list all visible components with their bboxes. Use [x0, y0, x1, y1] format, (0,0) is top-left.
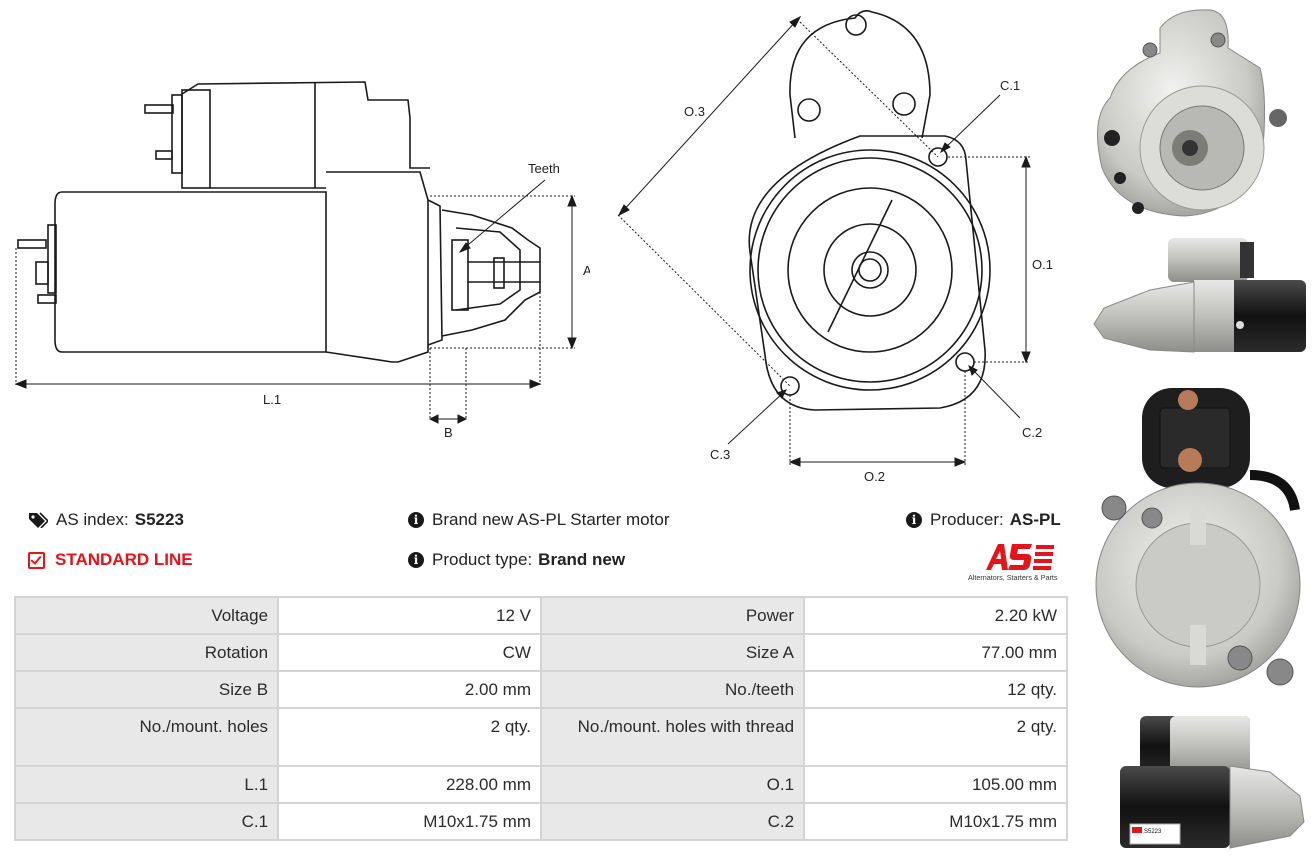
info-icon: i: [408, 552, 424, 568]
product-photo-rear[interactable]: [1090, 380, 1310, 710]
spec-value: 2 qty.: [277, 707, 542, 767]
table-row: No./mount. holes 2 qty. No./mount. holes…: [13, 707, 1068, 767]
side-view-drawing: Teeth A L.1 B: [14, 81, 590, 440]
spec-key: No./mount. holes: [13, 707, 280, 767]
spec-value: 2 qty.: [803, 707, 1068, 767]
spec-key: No./teeth: [539, 670, 806, 709]
as-index-value: S5223: [134, 510, 184, 529]
dim-c1-label: C.1: [1000, 78, 1020, 93]
description-line: i Brand new AS-PL Starter motor: [408, 510, 669, 530]
standard-line-label: STANDARD LINE: [55, 550, 193, 569]
spec-key: Size B: [13, 670, 280, 709]
table-row: L.1 228.00 mm O.1 105.00 mm: [13, 765, 1068, 804]
product-type-value: Brand new: [538, 550, 626, 569]
table-row: Voltage 12 V Power 2.20 kW: [13, 596, 1068, 635]
teeth-label: Teeth: [528, 161, 560, 176]
producer-line: i Producer: AS-PL: [906, 510, 1061, 530]
spec-key: Power: [539, 596, 806, 635]
check-square-icon: [28, 551, 45, 569]
spec-key: Size A: [539, 633, 806, 672]
spec-value: 12 qty.: [803, 670, 1068, 709]
info-icon: i: [906, 512, 922, 528]
as-index-label: AS index:: [56, 510, 129, 529]
spec-value: 228.00 mm: [277, 765, 542, 804]
dim-c2-label: C.2: [1022, 425, 1042, 440]
as-index-line: AS index: S5223: [28, 510, 184, 530]
product-photo-front[interactable]: [1090, 8, 1310, 223]
front-view-drawing: O.3 C.1 O.1 C.2 C.3 O.2: [617, 10, 1053, 484]
spec-value: CW: [277, 633, 542, 672]
spec-key: L.1: [13, 765, 280, 804]
product-photo-solenoid[interactable]: S5223: [1090, 712, 1310, 852]
producer-label: Producer:: [930, 510, 1004, 529]
dim-b-label: B: [444, 425, 453, 440]
product-type-line: i Product type: Brand new: [408, 550, 625, 570]
table-row: Rotation CW Size A 77.00 mm: [13, 633, 1068, 672]
spec-value: 12 V: [277, 596, 542, 635]
spec-table: Voltage 12 V Power 2.20 kW Rotation CW S…: [13, 596, 1068, 841]
spec-key: C.1: [13, 802, 280, 841]
spec-key: O.1: [539, 765, 806, 804]
spec-key: No./mount. holes with thread: [539, 707, 806, 767]
product-photo-side[interactable]: [1090, 230, 1310, 370]
logo-tagline: Alternators, Starters & Parts: [968, 573, 1058, 582]
dim-o2-label: O.2: [864, 469, 885, 484]
table-row: Size B 2.00 mm No./teeth 12 qty.: [13, 670, 1068, 709]
dim-c3-label: C.3: [710, 447, 730, 462]
dim-o1-label: O.1: [1032, 257, 1053, 272]
info-icon: i: [408, 512, 424, 528]
description-text: Brand new AS-PL Starter motor: [432, 510, 670, 529]
spec-key: Voltage: [13, 596, 280, 635]
spec-value: M10x1.75 mm: [803, 802, 1068, 841]
producer-value: AS-PL: [1009, 510, 1061, 529]
photo-label-text: S5223: [1144, 829, 1162, 835]
spec-value: 2.20 kW: [803, 596, 1068, 635]
tags-icon: [29, 512, 48, 528]
spec-value: 77.00 mm: [803, 633, 1068, 672]
product-type-label: Product type:: [432, 550, 533, 569]
as-pl-logo: Alternators, Starters & Parts: [960, 540, 1068, 582]
spec-value: M10x1.75 mm: [277, 802, 542, 841]
spec-key: Rotation: [13, 633, 280, 672]
standard-line-badge: STANDARD LINE: [28, 550, 193, 570]
table-row: C.1 M10x1.75 mm C.2 M10x1.75 mm: [13, 802, 1068, 841]
spec-value: 105.00 mm: [803, 765, 1068, 804]
dim-a-label: A: [583, 263, 590, 278]
dim-l1-label: L.1: [263, 392, 281, 407]
spec-key: C.2: [539, 802, 806, 841]
spec-value: 2.00 mm: [277, 670, 542, 709]
dim-o3-label: O.3: [684, 104, 705, 119]
